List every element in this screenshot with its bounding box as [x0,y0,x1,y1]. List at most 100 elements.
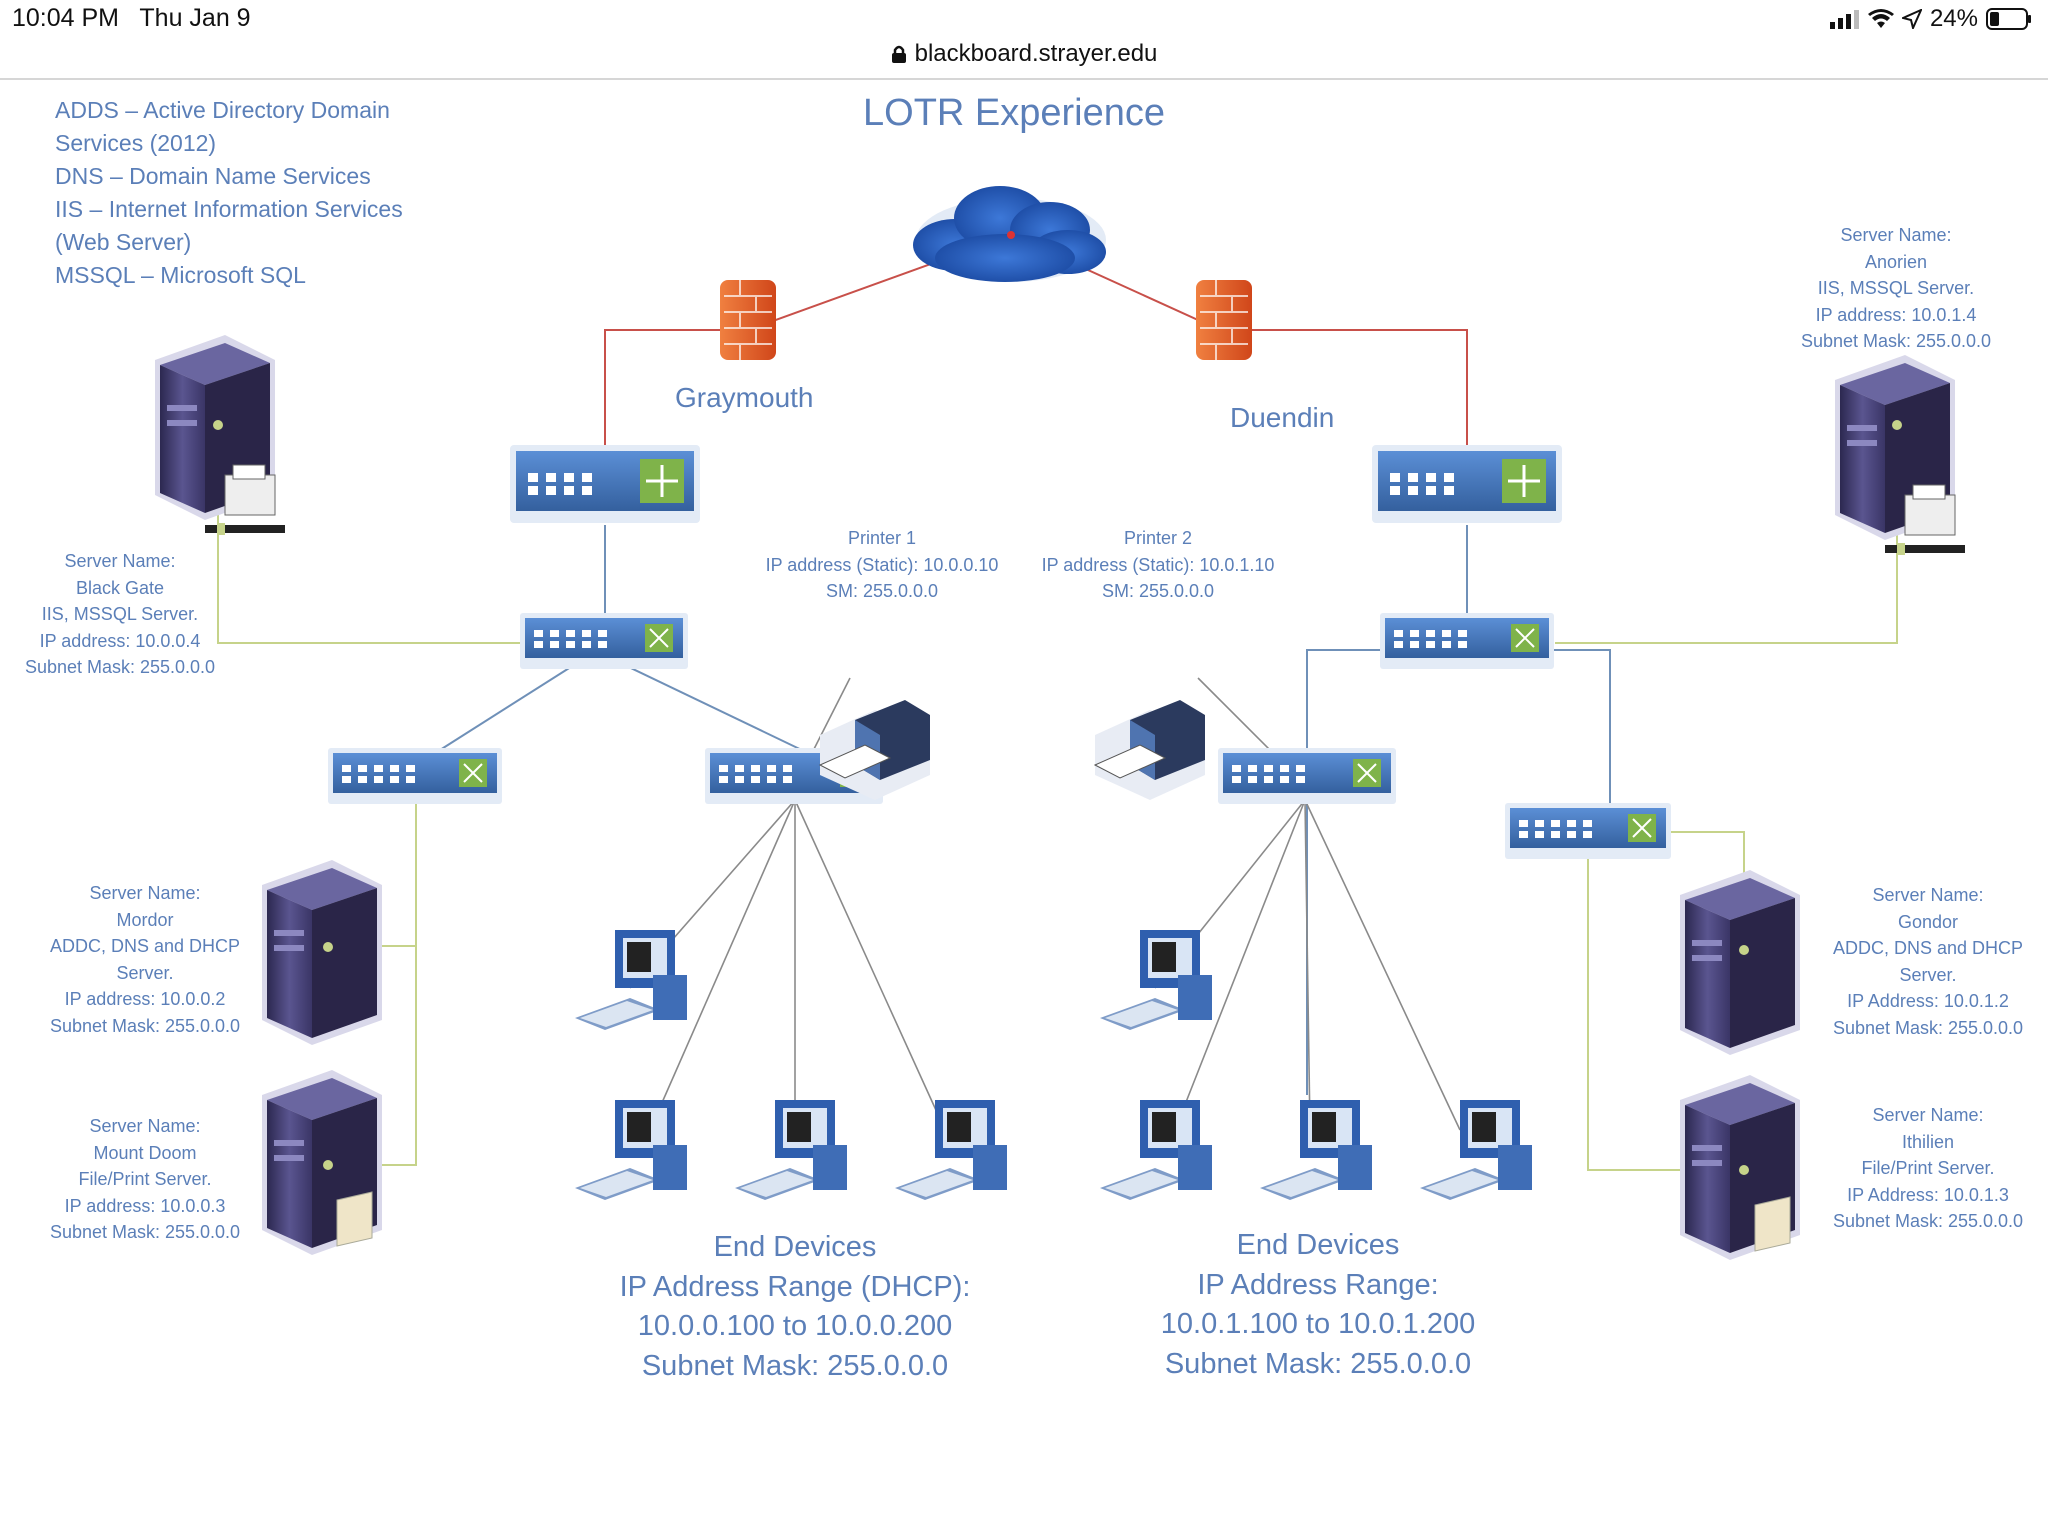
label-line: IP address: 10.0.0.3 [64,1195,226,1216]
device-links [629,677,1461,1131]
label-line: Mount Doom [93,1142,197,1163]
router-icon-graymouth [510,445,700,523]
label-line: Subnet Mask: 255.0.0.0 [49,1015,241,1036]
label-line: IP address: 10.0.0.4 [39,630,201,651]
label-line: IP address: 10.0.0.2 [64,989,226,1009]
label-line: Server Name: [64,551,176,571]
url-text[interactable]: blackboard.strayer.edu [914,40,1158,67]
signal-icon [1829,10,1859,29]
label-line: Gondor [1897,911,1959,932]
label-line: End Devices [713,1231,877,1263]
label-line: SM: 255.0.0.0 [1101,581,1215,601]
label-line: 10.0.0.100 to 10.0.0.200 [637,1310,953,1342]
legend-line: IIS – Internet Information Services [55,196,403,222]
end-devices-label-left: End Devices IP Address Range (DHCP): 10.… [595,1228,995,1386]
pc-icon-right-4 [1420,1100,1532,1200]
network-diagram: ADDS – Active Directory Domain Services … [0,80,2048,1536]
server-label-mordor: Server Name: Mordor ADDC, DNS and DHCP S… [30,880,260,1039]
label-line: Server Name: [89,883,201,903]
printer-label-1: Printer 1 IP address (Static): 10.0.0.10… [748,525,1016,605]
firewall-icon-graymouth [720,280,776,360]
pc-icon-left-4 [895,1100,1007,1200]
address-bar[interactable]: blackboard.strayer.edu [0,40,2048,80]
printer-label-2: Printer 2 IP address (Static): 10.0.1.10… [1024,525,1292,605]
switch-icon-duendin-devices [1218,748,1396,804]
end-devices-label-right: End Devices IP Address Range: 10.0.1.100… [1118,1226,1518,1384]
label-line: Mordor [116,909,174,930]
status-time-date: 10:04 PM Thu Jan 9 [12,4,251,33]
legend-line: ADDS – Active Directory Domain [55,97,390,123]
label-line: IP address: 10.0.1.4 [1815,304,1977,325]
internet-cloud-icon [913,186,1106,282]
legend-line: DNS – Domain Name Services [55,163,371,189]
label-line: IP Address Range (DHCP): [619,1270,971,1303]
server-icon-black-gate [155,335,285,535]
location-icon [1901,9,1922,29]
label-line: Anorien [1864,251,1928,272]
label-line: Printer 2 [1123,528,1193,548]
label-line: File/Print Server. [1861,1158,1995,1178]
switch-icon-graymouth-core [520,613,688,669]
label-line: Subnet Mask: 255.0.0.0 [1800,331,1992,351]
switch-icon-duendin-servers [1505,803,1671,859]
battery-icon [1986,8,2031,30]
label-line: IIS, MSSQL Server. [1817,278,1975,298]
label-line: Server Name: [1872,885,1984,905]
status-date: Thu Jan 9 [139,4,251,32]
label-line: IP address (Static): 10.0.1.10 [1041,554,1275,575]
pc-icon-left-1 [575,930,687,1030]
label-line: Subnet Mask: 255.0.0.0 [49,1222,241,1242]
label-line: End Devices [1236,1229,1400,1261]
pc-icon-right-1 [1100,930,1212,1030]
server-label-anorien: Server Name: Anorien IIS, MSSQL Server. … [1786,222,2006,355]
label-line: IP Address Range: [1197,1268,1439,1301]
server-label-ithilien: Server Name: Ithilien File/Print Server.… [1818,1102,2038,1235]
firewall-icon-duendin [1196,280,1252,360]
legend-line: (Web Server) [55,229,192,255]
switch-icon-duendin-core [1380,613,1554,669]
label-line: Subnet Mask: 255.0.0.0 [1832,1017,2024,1038]
label-line: Server. [116,962,174,983]
status-time: 10:04 PM [12,4,120,32]
label-line: Server Name: [89,1116,201,1136]
site-label-duendin: Duendin [1230,402,1335,433]
label-line: SM: 255.0.0.0 [825,581,939,601]
label-line: Printer 1 [847,528,917,548]
switch-icon-graymouth-servers [328,748,502,804]
server-icon-mordor [262,860,382,1045]
diagram-canvas [155,186,1965,1260]
status-indicators: 24% [1829,4,2032,34]
pc-icon-right-3 [1260,1100,1372,1200]
label-line: Server Name: [1872,1105,1984,1125]
server-icon-ithilien [1680,1075,1800,1260]
server-label-black-gate: Server Name: Black Gate IIS, MSSQL Serve… [10,548,230,681]
server-icon-gondor [1680,870,1800,1055]
label-line: Subnet Mask: 255.0.0.0 [24,657,216,677]
battery-percent: 24% [1929,5,1978,32]
label-line: IP address (Static): 10.0.0.10 [765,554,999,575]
label-line: ADDC, DNS and DHCP [1832,938,2024,958]
label-line: IP Address: 10.0.1.3 [1847,1184,2009,1205]
router-icon-duendin [1372,445,1562,523]
printer-icon-1 [818,700,930,800]
label-line: IIS, MSSQL Server. [41,604,199,624]
label-line: Black Gate [75,577,165,598]
legend-line: Services (2012) [55,130,217,156]
acronym-legend: ADDS – Active Directory Domain Services … [55,94,403,292]
label-line: Subnet Mask: 255.0.0.0 [641,1349,949,1382]
label-line: Ithilien [1901,1131,1955,1152]
site-label-graymouth: Graymouth [675,382,814,413]
diagram-title: LOTR Experience [863,92,1166,134]
server-label-gondor: Server Name: Gondor ADDC, DNS and DHCP S… [1818,882,2038,1041]
pc-icon-left-3 [735,1100,847,1200]
label-line: Server. [1899,964,1957,985]
pc-icon-left-2 [575,1100,687,1200]
server-icon-anorien [1835,355,1965,555]
server-icon-mount-doom [262,1070,382,1255]
wifi-icon [1867,9,1894,28]
server-label-mount-doom: Server Name: Mount Doom File/Print Serve… [30,1113,260,1246]
legend-line: MSSQL – Microsoft SQL [55,262,306,288]
label-line: File/Print Server. [78,1169,212,1189]
label-line: Server Name: [1840,225,1952,245]
label-line: IP Address: 10.0.1.2 [1847,991,2009,1011]
